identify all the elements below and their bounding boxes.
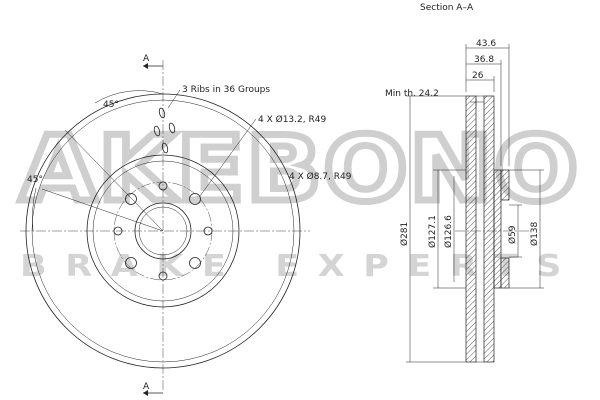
hat-outer-edge — [86, 154, 240, 308]
center-bore — [134, 202, 192, 260]
mounting-face-bottom — [500, 257, 510, 289]
angle-label-left: 45° — [27, 175, 43, 185]
vent-ribs — [153, 107, 176, 154]
hat-wall — [493, 169, 502, 289]
large-hole — [189, 193, 201, 205]
inboard-friction-ring — [465, 95, 477, 363]
large-holes — [125, 193, 201, 269]
disc-outer-chamfer — [31, 99, 295, 363]
section-mark-top: A — [143, 54, 150, 64]
small-hole — [158, 271, 168, 281]
small-holes-note: 4 X Ø8.7, R49 — [289, 171, 352, 182]
small-hole — [113, 226, 123, 236]
dim-dia-pcd: Ø138 — [529, 221, 540, 246]
section-width-dimensions — [465, 44, 510, 166]
dim-dia-hat-outer: Ø127.1 — [427, 215, 438, 248]
dim-dia-hat-inner: Ø126.6 — [443, 215, 454, 248]
ribs-note: 3 Ribs in 36 Groups — [182, 85, 270, 95]
dim-dia-center-bore: Ø59 — [507, 225, 518, 244]
angle-line-top — [64, 129, 164, 232]
large-holes-note: 4 X Ø13.2, R49 — [258, 114, 326, 125]
center-bore-chamfer — [138, 206, 188, 256]
small-hole — [203, 226, 213, 236]
section-mark-bottom: A — [143, 382, 150, 392]
section-view — [433, 95, 530, 363]
angle-arc-left — [32, 187, 37, 232]
large-hole — [125, 257, 137, 269]
ribs-leader — [167, 89, 181, 109]
angle-line-left — [41, 188, 164, 232]
dim-width-inner: 26 — [472, 71, 484, 81]
mounting-face-top — [500, 169, 510, 201]
front-view — [20, 60, 310, 396]
small-hole — [158, 181, 168, 191]
angle-arc-top — [94, 90, 164, 104]
section-diameter-dimensions — [406, 95, 544, 363]
outboard-friction-ring — [483, 95, 495, 363]
dim-width-hat: 36.8 — [474, 55, 494, 65]
small-holes — [113, 181, 213, 281]
angle-label-top: 45° — [103, 100, 119, 110]
min-thickness-note: Min th. 24.2 — [385, 89, 439, 99]
dim-dia-outer: Ø281 — [399, 222, 410, 246]
hat-inner-edge — [92, 160, 234, 302]
section-title: Section A–A — [420, 3, 474, 13]
dim-width-total: 43.6 — [476, 39, 496, 49]
large-holes-leader — [199, 118, 257, 197]
large-hole — [189, 257, 201, 269]
large-hole — [125, 193, 137, 205]
